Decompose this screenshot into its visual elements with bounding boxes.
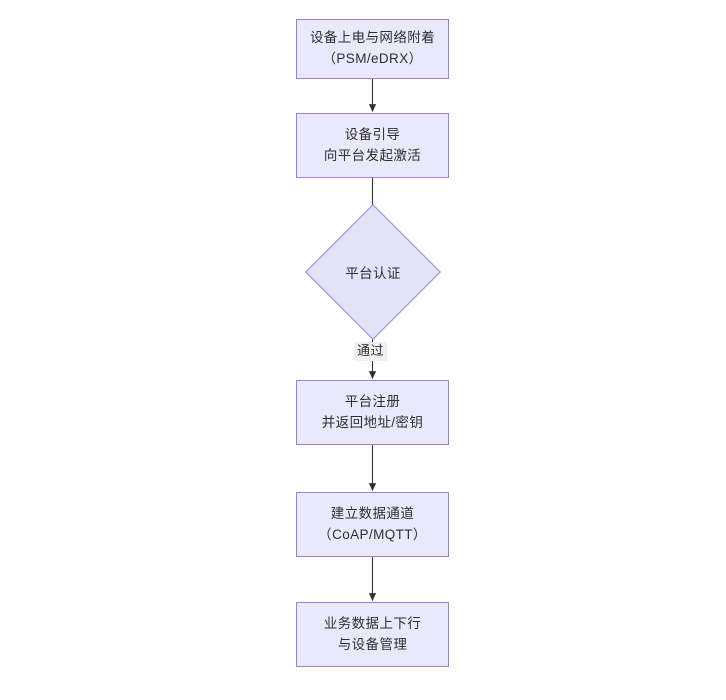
node-power-on-line-2: （PSM/eDRX） xyxy=(322,51,423,66)
node-data-channel-line-2: （CoAP/MQTT） xyxy=(318,526,427,542)
node-power-on[interactable]: 设备上电与网络附着 （PSM/eDRX） xyxy=(296,19,449,79)
node-bootstrap[interactable]: 设备引导 向平台发起激活 xyxy=(296,113,449,178)
node-registration[interactable]: 平台注册 并返回地址/密钥 xyxy=(296,380,449,445)
node-bootstrap-line-1: 设备引导 xyxy=(344,126,401,142)
node-service-data-line-2: 与设备管理 xyxy=(337,636,408,652)
node-registration-line-1: 平台注册 xyxy=(344,393,401,409)
node-platform-auth[interactable]: 平台认证 xyxy=(305,204,441,340)
node-platform-auth-label: 平台认证 xyxy=(345,266,401,281)
node-registration-line-2: 并返回地址/密钥 xyxy=(321,414,424,430)
node-power-on-line-1: 设备上电与网络附着 xyxy=(309,30,436,46)
node-data-channel[interactable]: 建立数据通道 （CoAP/MQTT） xyxy=(296,492,449,557)
node-data-channel-line-1: 建立数据通道 xyxy=(330,505,415,521)
node-service-data-line-1: 业务数据上下行 xyxy=(323,615,422,631)
edge-label-pass: 通过 xyxy=(354,342,388,361)
node-service-data[interactable]: 业务数据上下行 与设备管理 xyxy=(296,602,449,667)
node-bootstrap-line-2: 向平台发起激活 xyxy=(323,147,422,163)
